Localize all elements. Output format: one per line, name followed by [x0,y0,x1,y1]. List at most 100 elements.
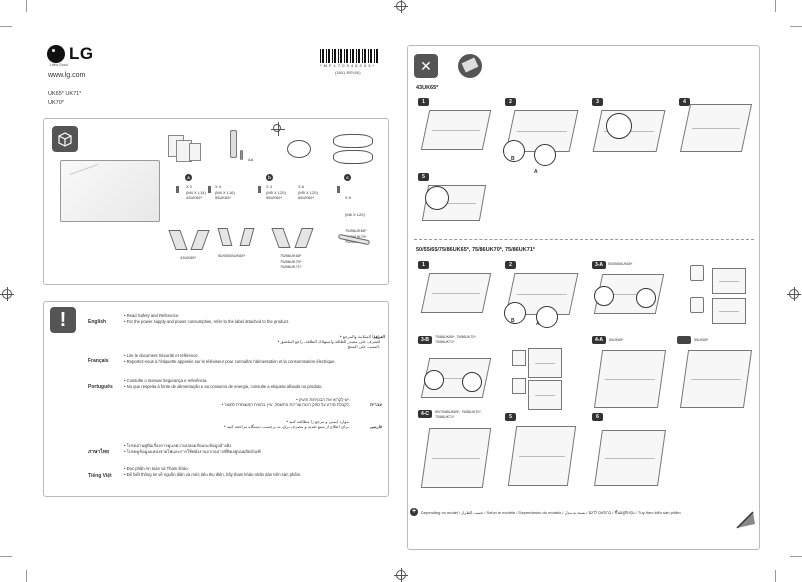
step-illustration [679,350,753,408]
screw-b-size: (M4 X L16) [215,189,235,195]
step-4a-models: 50UK65* [609,338,624,342]
tv-illustration [60,160,160,222]
persian-line-1: • موارد ایمنی و مرجع را مطالعه کنید. [286,419,350,424]
step-badge: 4-A [592,336,606,344]
lang-thai: ภาษาไทย [88,449,109,455]
lang-persian: فارسی [369,424,382,429]
step-illustration [712,298,746,324]
step-badge: 2 [505,261,516,269]
registration-mark-icon [394,568,408,582]
step-badge: 5 [418,173,429,181]
step-3a-models: 50/55/65UK65* [608,262,633,266]
portuguese-line-2: • No que respeita à fonte de alimentação… [124,384,323,389]
vietnamese-line-2: • Để biết thông tin về nguồn điện và mức… [124,472,302,477]
arabic-text: • اقرأ السلامة والمرجع. • للتعرف على مصد… [270,334,380,349]
step-4b-models: 55UK65* [694,338,709,342]
heading-43: 43UK65* [416,85,439,91]
english-line-1: • Read Safety and Reference. [124,313,180,318]
thai-line-1: • โปรดอ่านคู่มือเรื่องการดูแลความปลอดภัย… [124,443,232,448]
screw-a-info: X 2 (M4 X L14) 43UK65* [186,184,206,201]
step-illustration [420,428,492,488]
screw-a-models: 43UK65* [186,195,203,200]
screw-c-qty: X 4 [266,184,273,189]
part-b-label: B [511,318,515,324]
crop-mark [26,570,27,582]
zoom-detail [425,186,449,210]
step-badge: 3-A [592,261,606,269]
cable-icon [333,150,373,164]
section-divider [414,239,754,240]
screw-b-badge: b [266,174,273,181]
step-badge: 3-B [418,336,432,344]
optional-plus-icon [271,122,285,136]
tools-icon: ✕ [414,54,438,78]
english-line-2: • For the power supply and power consump… [124,319,290,324]
box-icon [52,126,78,152]
stand-55-label: 50/55/65UK65* [218,253,246,258]
cable-icon [287,140,311,158]
english-text: • Read Safety and Reference. • For the p… [124,313,384,325]
step-4c-models: 65/75/86UK65*, 75/86UK70*, 75/86UK71* [435,410,482,419]
step-illustration [420,110,492,150]
step-badge: 2 [505,98,516,106]
screw-icon [176,186,179,193]
lang-french: Français [88,358,109,364]
step-badge: 3 [592,98,603,106]
zoom-detail [504,302,526,324]
barcode [320,49,380,63]
lang-arabic: العربية [373,334,385,339]
step-badge: 4 [679,98,690,106]
lang-english: English [88,319,107,325]
vietnamese-line-1: • Đọc phần An toàn và Tham khảo. [124,466,189,471]
step-illustration [528,348,562,378]
lock-step-icon [512,350,526,366]
crop-mark [26,0,27,12]
step-3b-models: 75/86UK65*, 75/86UK70*, 75/86UK71* [435,335,477,344]
portuguese-line-1: • Consulte o manual Segurança e referênc… [124,378,208,383]
lang-vietnamese: Tiếng Việt [88,473,112,479]
battery-label: AA [248,157,254,162]
manual-illustration [189,143,201,161]
footer-note: + Depending on model / حسب الطراز / Selo… [410,508,681,516]
persian-text: • موارد ایمنی و مرجع را مطالعه کنید. • ب… [200,419,350,429]
screw-c-info: X 4 (M5 X L20) 55UK65* [266,184,286,201]
website: www.lg.com [48,72,86,79]
models-line-1: UK65* UK71* [48,91,82,97]
step-illustration [528,380,562,410]
step-badge: 1 [418,261,429,269]
step-illustration [507,426,577,486]
screw-a-qty: X 2 [186,184,193,189]
zoom-detail [424,370,444,390]
warning-icon: ! [50,307,76,333]
battery-icon [240,150,243,160]
lg-logo: LG [47,44,94,64]
crop-mark [0,26,12,27]
model-list: UK65* UK71* UK70* [48,90,81,108]
zoom-detail [536,306,558,328]
step-illustration [679,104,753,152]
part-a-label: A [534,169,538,175]
screw-b-info: X 4 (M4 X L16) 55UK65* [215,184,235,201]
persian-line-2: • برای اطلاع از منبع تغذیه و مصرف برق، ب… [224,424,350,429]
screw-icon [337,186,340,193]
zoom-detail [534,144,556,166]
stand-75-label: 75/86UK65* 75/86UK70* 75/86UK71* [280,253,302,269]
arabic-line-1: • اقرأ السلامة والمرجع. [340,334,380,339]
crop-mark [775,0,776,12]
stand-43-label: 43UK65* [180,255,197,260]
step-badge: 6 [592,413,603,421]
cloth-icon [458,54,482,78]
warning-step-icon [690,297,704,313]
step-badge: 1 [418,98,429,106]
hebrew-line-2: • לקבלת מידע על ספק הכוח וצריכת החשמל, ע… [221,402,350,407]
heading-50-86: 50/55/65/75/86UK65*, 75/86UK70*, 75/86UK… [416,247,535,253]
hebrew-line-1: • יש לקרוא את הבטיחות והעיון. [296,397,350,402]
step-illustration [594,430,666,486]
screw-e-qty: X 6 [345,195,352,200]
french-text: • Lire le document Sécurité et référence… [124,353,389,365]
french-line-1: • Lire le document Sécurité et référence… [124,353,199,358]
thai-text: • โปรดอ่านคู่มือเรื่องการดูแลความปลอดภัย… [124,443,384,455]
models-line-2: UK70* [48,100,64,106]
tagline: Life's Good [50,63,68,67]
part-a-label: A [536,321,540,327]
